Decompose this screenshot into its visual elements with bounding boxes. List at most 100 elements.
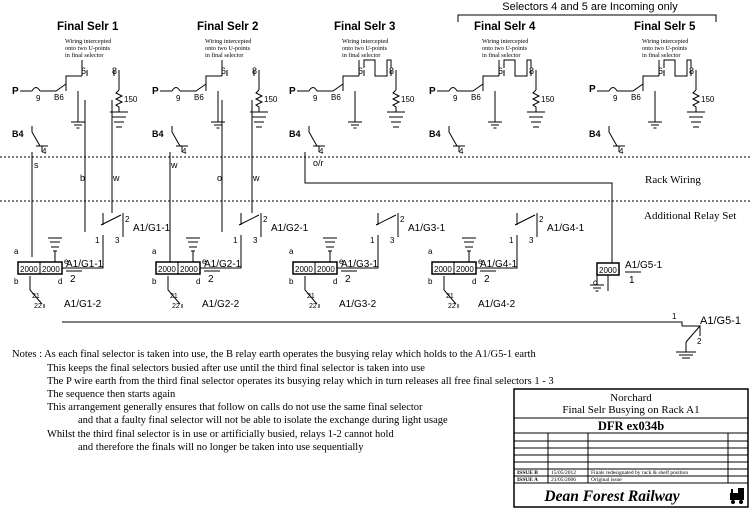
b4-label: B4	[12, 129, 24, 139]
b4-label: B4	[289, 129, 301, 139]
relay-contact-label: A1/G1-1	[133, 223, 171, 234]
relay-coil-n: 2	[484, 274, 490, 285]
issue-a-date: 21/05/2006	[551, 477, 576, 483]
note-line-2: This keeps the final selectors busied af…	[47, 363, 425, 374]
wiring-note: in final selector	[342, 52, 381, 59]
wiring-note: Wiring intercepted	[342, 38, 389, 45]
coil-e: e	[202, 257, 207, 266]
coil-res-1: 2000	[434, 265, 452, 274]
b6-label: B6	[54, 93, 64, 102]
wiring-note: Wiring intercepted	[65, 38, 112, 45]
notes-block: Notes : As each final selector is taken …	[12, 349, 554, 453]
wiring-note: onto two U-points	[65, 45, 111, 52]
contact-9: 9	[613, 94, 618, 103]
note-line-3: The P wire earth from the third final se…	[47, 376, 554, 387]
contact-symbol	[167, 276, 181, 305]
resistor-150	[114, 89, 124, 112]
pin-22: 22	[34, 303, 42, 310]
resistor-value: 150	[701, 95, 715, 104]
p-label: P	[152, 86, 159, 97]
note-line-8: and therefore the finals will no longer …	[78, 442, 364, 453]
contact-symbol	[304, 276, 318, 305]
b6-label: B6	[631, 93, 641, 102]
p-label: P	[289, 86, 296, 97]
contact-symbol	[238, 213, 262, 226]
earth-symbol	[71, 121, 85, 129]
resistor-value: 150	[264, 95, 278, 104]
contact-symbol	[443, 276, 457, 305]
incoming-bracket: Selectors 4 and 5 are Incoming only	[457, 1, 717, 22]
wire-b: b	[80, 173, 85, 183]
battery-symbol	[110, 111, 128, 128]
battery-symbol	[687, 111, 705, 128]
pin-1: 1	[370, 236, 375, 245]
earth-symbol	[648, 121, 662, 129]
contact-symbol	[514, 213, 538, 226]
battery-symbol	[387, 111, 405, 128]
contact-8: 8	[389, 66, 394, 76]
resistor-value: 150	[124, 95, 138, 104]
b4-contact	[448, 126, 458, 147]
pin-2: 2	[263, 215, 268, 224]
coil-res-2: 2000	[42, 265, 60, 274]
coil-res-2: 2000	[317, 265, 335, 274]
relay-coil-label: A1/G2-1	[204, 259, 242, 270]
battery-symbol	[250, 111, 268, 128]
relay-contact-label: A1/G2-1	[271, 223, 309, 234]
contact-9: 9	[36, 94, 41, 103]
contact-8: 8	[252, 66, 257, 76]
b4-label: B4	[152, 129, 164, 139]
note-line-1: Notes : As each final selector is taken …	[12, 349, 536, 360]
wiring-note: Wiring intercepted	[205, 38, 252, 45]
contact-6: 6	[658, 66, 663, 76]
relay-coil-label: A1/G3-1	[341, 259, 379, 270]
g5-contact: 1 2 A1/G5-1	[672, 312, 741, 359]
contact-9: 9	[313, 94, 318, 103]
resistor-150	[531, 89, 541, 112]
resistor-150	[254, 89, 264, 112]
wiring-note: Wiring intercepted	[482, 38, 529, 45]
relay-contact2-label: A1/G4-2	[478, 299, 516, 310]
coil-a: a	[152, 247, 157, 256]
title-text: Final Selr Busying on Rack A1	[562, 404, 699, 416]
contact-symbol	[100, 213, 124, 226]
b4-contact	[31, 126, 41, 147]
note-line-4: The sequence then starts again	[47, 389, 176, 400]
coil-d: d	[58, 277, 62, 286]
wire-s: s	[34, 160, 39, 170]
svg-text:2: 2	[697, 337, 702, 346]
wiring-note: in final selector	[642, 52, 681, 59]
contact-6: 6	[498, 66, 503, 76]
pin-1: 1	[509, 236, 514, 245]
coil-e: e	[478, 257, 483, 266]
b4-pin: 4	[42, 147, 47, 156]
contact-8: 8	[689, 66, 694, 76]
title-block: Norchard Final Selr Busying on Rack A1 D…	[513, 388, 749, 508]
earth-symbol	[348, 121, 362, 129]
common-bus	[62, 321, 701, 336]
pin-3: 3	[253, 236, 258, 245]
wiring-note: onto two U-points	[642, 45, 688, 52]
pin-22: 22	[309, 303, 317, 310]
wiring-note: in final selector	[482, 52, 521, 59]
coil-b: b	[428, 277, 433, 286]
coil-b: b	[289, 277, 294, 286]
wiring-note: in final selector	[205, 52, 244, 59]
coil-e: e	[64, 257, 69, 266]
relay-coil-label: A1/G5-1	[625, 260, 663, 271]
earth-symbol	[211, 121, 225, 129]
p-label: P	[12, 86, 19, 97]
coil-res-2: 2000	[180, 265, 198, 274]
contact-8: 8	[529, 66, 534, 76]
relay-coil-label: A1/G4-1	[480, 259, 518, 270]
contact-6: 6	[81, 66, 86, 76]
coil-res: 2000	[599, 266, 617, 275]
contact-6: 6	[358, 66, 363, 76]
relay-coil-n: 2	[70, 274, 76, 285]
coil-res-1: 2000	[158, 265, 176, 274]
locomotive-icon	[730, 488, 744, 504]
p-label: P	[589, 84, 596, 95]
